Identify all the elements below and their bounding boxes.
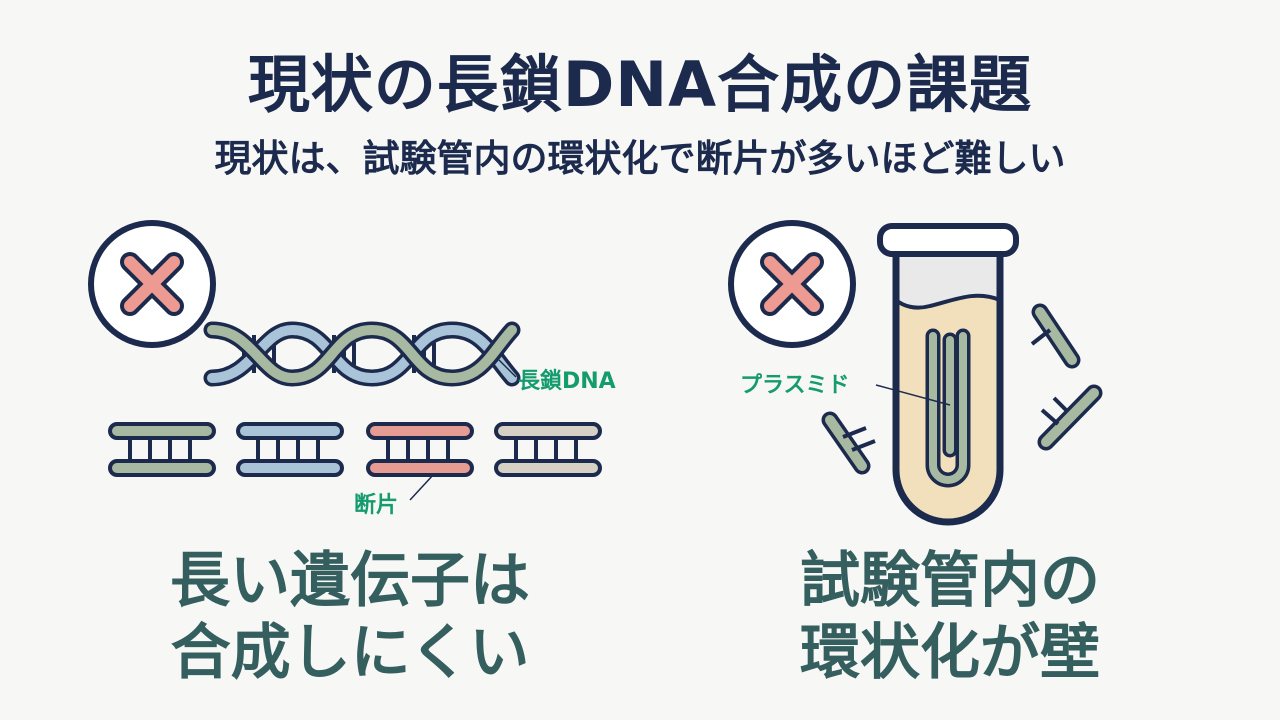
floating-fragment-1 <box>821 411 876 475</box>
floating-fragment-2 <box>1030 303 1081 369</box>
plasmid-leader-line <box>875 384 951 406</box>
fragment-leader-line <box>409 473 435 501</box>
left-caption: 長い遺伝子は 合成しにくい <box>120 545 580 689</box>
floating-fragment-3 <box>1037 384 1103 451</box>
dna-fragment-3 <box>366 422 474 477</box>
cross-icon <box>88 220 216 348</box>
fragment-label: 断片 <box>354 492 398 518</box>
long-dna-helix <box>203 321 521 387</box>
long-dna-label: 長鎖DNA <box>518 368 616 394</box>
right-caption: 試験管内の 環状化が壁 <box>720 545 1180 689</box>
right-caption-line1: 試験管内の <box>800 546 1100 616</box>
cross-icon <box>728 220 856 348</box>
left-caption-line1: 長い遺伝子は <box>170 546 530 616</box>
dna-fragment-1 <box>108 422 216 477</box>
dna-fragment-2 <box>236 422 344 477</box>
right-caption-line2: 環状化が壁 <box>800 618 1100 688</box>
plasmid-label: プラスミド <box>740 373 850 398</box>
dna-fragment-4 <box>494 422 602 477</box>
test-tube <box>877 223 1019 526</box>
long-dna-leader-line <box>498 359 517 378</box>
page-title: 現状の長鎖DNA合成の課題 <box>247 48 1033 121</box>
left-caption-line2: 合成しにくい <box>170 618 530 688</box>
page-subtitle: 現状は、試験管内の環状化で断片が多いほど難しい <box>214 137 1066 180</box>
